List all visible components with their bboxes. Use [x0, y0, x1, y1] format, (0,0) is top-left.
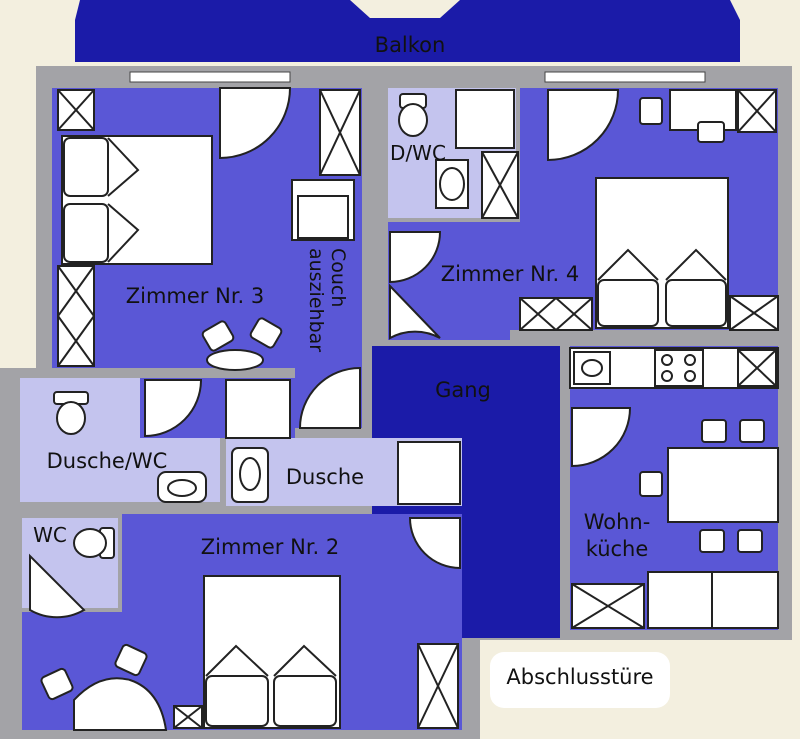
chair-icon [739, 419, 765, 443]
toilet-icon [398, 93, 428, 137]
chair-icon [737, 529, 763, 553]
door-swing-icon [389, 283, 441, 340]
shower-wc-label: Dusche/WC [47, 449, 168, 473]
sink-icon [231, 447, 269, 503]
chair-icon [639, 97, 663, 125]
bed-icon [203, 575, 341, 729]
toilet-icon [73, 527, 115, 559]
room-4-label: Zimmer Nr. 4 [441, 262, 580, 286]
shower-tray [455, 89, 515, 149]
shower-tray [225, 379, 291, 439]
door-swing-icon [571, 407, 632, 468]
chair-icon [40, 643, 148, 701]
desk-icon [73, 677, 168, 731]
chair-icon [701, 419, 727, 443]
room-3-label: Zimmer Nr. 3 [126, 284, 265, 308]
stove-icon [654, 349, 704, 387]
bed-icon [61, 135, 213, 265]
door-swing-icon [389, 231, 442, 284]
door-swing-icon [547, 89, 620, 162]
window-top-room4 [544, 71, 706, 83]
chair-icon [201, 317, 283, 371]
chair-icon [697, 121, 725, 143]
entrance-door-label: Abschlusstüre [506, 665, 653, 689]
balcony [75, 0, 740, 62]
wardrobe-icon [519, 297, 593, 331]
sink-icon [573, 351, 611, 385]
window-top-room3 [129, 71, 291, 83]
door-swing-icon [219, 87, 292, 160]
balcony-label: Balkon [375, 33, 446, 57]
room-2-label: Zimmer Nr. 2 [201, 535, 340, 559]
chair-icon [699, 529, 725, 553]
bed-icon [595, 177, 729, 329]
dwc-label: D/WC [390, 141, 446, 165]
toilet-icon [53, 391, 89, 435]
couch-label-line1: Couch [327, 248, 349, 307]
wc-label: WC [33, 523, 67, 547]
door-swing-icon [408, 517, 461, 570]
chair-icon [639, 471, 663, 497]
sink-icon [435, 159, 469, 209]
dining-table [667, 447, 779, 523]
kitchen-label-line2: küche [586, 537, 649, 561]
shower-tray [397, 441, 461, 505]
sink-icon [157, 471, 207, 503]
door-swing-icon [144, 379, 203, 438]
couch-label-line2: ausziehbar [305, 248, 327, 352]
corridor-label: Gang [435, 378, 491, 402]
wardrobe-icon [57, 265, 95, 367]
door-swing-icon [298, 366, 361, 429]
kitchen-label-line1: Wohn- [584, 510, 651, 534]
entrance-label-bg [490, 652, 670, 708]
door-swing-icon [29, 553, 86, 619]
shower-label: Dusche [286, 465, 364, 489]
